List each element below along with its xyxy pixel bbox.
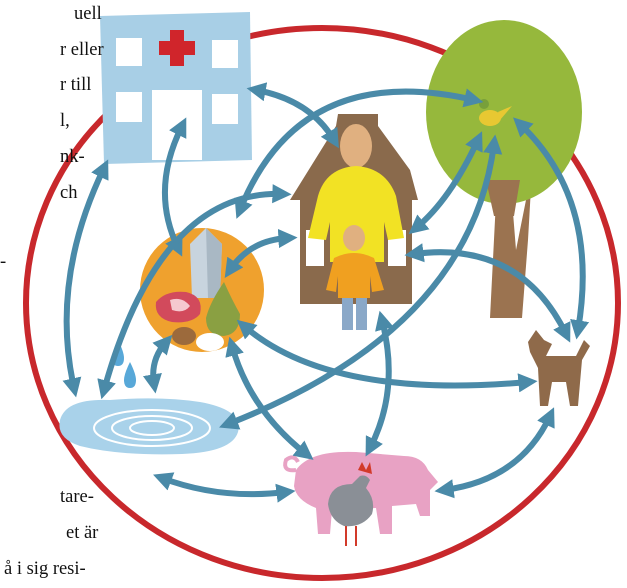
text-fragment: r eller — [60, 40, 104, 60]
arrow-house-pig — [365, 310, 394, 457]
hospital-icon — [100, 12, 252, 164]
arrow-house-dog — [404, 243, 571, 343]
text-fragment: r till — [60, 75, 92, 95]
arrow-hospital-water — [62, 159, 109, 398]
text-fragment: nk- — [60, 147, 85, 167]
text-fragment: - — [0, 252, 7, 272]
outer-ring — [23, 25, 621, 581]
arrow-food-pig — [225, 336, 314, 460]
water-icon — [59, 340, 239, 455]
dog-icon — [528, 330, 590, 406]
arrow-pig-dog — [434, 407, 555, 499]
text-fragment: et är — [66, 523, 99, 543]
food-icon — [140, 228, 264, 352]
arrow-group — [62, 82, 590, 503]
arrow-food-water — [142, 334, 173, 394]
house-family-icon — [290, 114, 418, 330]
text-fragment: tare- — [60, 487, 94, 507]
text-fragment: å i sig resi- — [4, 559, 86, 579]
arrow-tree-dog — [513, 117, 590, 340]
text-fragment: ch — [60, 183, 78, 203]
chicken-icon — [328, 462, 374, 546]
text-fragment: l, — [60, 111, 70, 131]
text-fragment: uell — [74, 4, 102, 24]
arrow-water-pig — [153, 472, 296, 503]
